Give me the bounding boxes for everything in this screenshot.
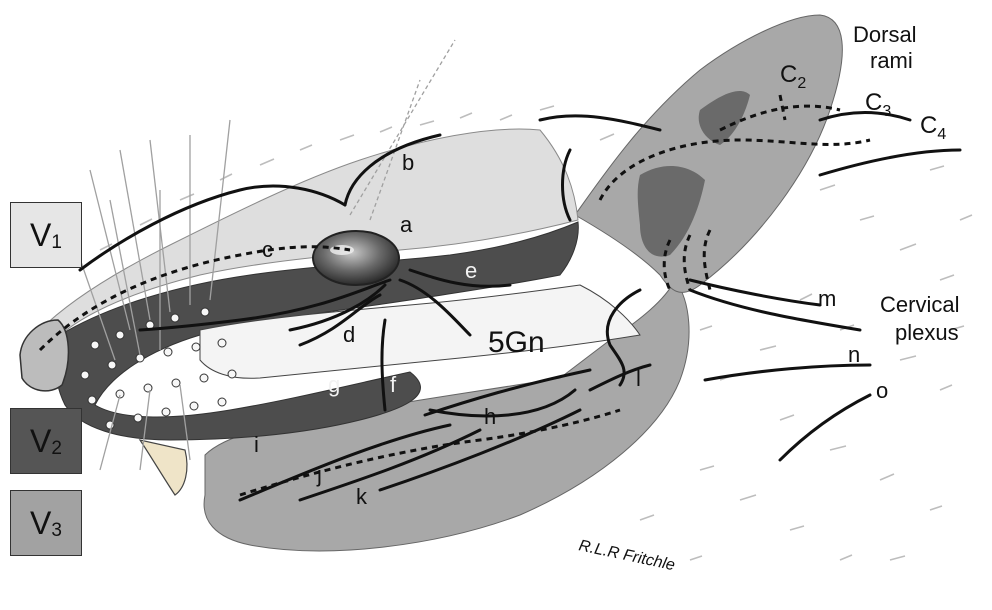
label-g: g — [328, 372, 340, 397]
legend-v3-subscript: 3 — [51, 520, 62, 542]
region-text-labels: Dorsal rami Cervical plexus — [853, 22, 959, 345]
muzzle — [20, 320, 68, 391]
label-j: j — [316, 462, 322, 487]
label-c3: C3 — [865, 89, 891, 120]
label-c4: C4 — [920, 112, 946, 143]
dorsal-rami-line1: Dorsal — [853, 22, 917, 47]
v3-region-cheek — [575, 15, 842, 292]
label-o: o — [876, 378, 888, 403]
label-k: k — [356, 484, 368, 509]
label-f: f — [390, 372, 397, 397]
artist-signature: R.L.R Fritchle — [577, 537, 676, 574]
label-b: b — [402, 150, 414, 175]
eye-highlight — [330, 245, 354, 255]
legend-v3-symbol: V — [30, 505, 51, 542]
label-d: d — [343, 322, 355, 347]
cervical-plexus-line1: Cervical — [880, 292, 959, 317]
legend-v2-symbol: V — [30, 423, 51, 460]
label-n: n — [848, 342, 860, 367]
incisors — [140, 440, 187, 495]
label-i: i — [254, 432, 259, 457]
legend-v1-subscript: 1 — [51, 232, 62, 254]
label-e: e — [465, 258, 477, 283]
cervical-plexus-line2: plexus — [895, 320, 959, 345]
legend-v1-symbol: V — [30, 217, 51, 254]
dorsal-rami-line2: rami — [870, 48, 913, 73]
eye — [313, 231, 399, 285]
label-l: l — [636, 366, 641, 391]
label-h: h — [484, 404, 496, 429]
ganglion-label: 5Gn — [488, 326, 545, 359]
label-m: m — [818, 286, 836, 311]
label-c: c — [262, 237, 273, 262]
label-a: a — [400, 212, 413, 237]
legend-v2-subscript: 2 — [51, 438, 62, 460]
